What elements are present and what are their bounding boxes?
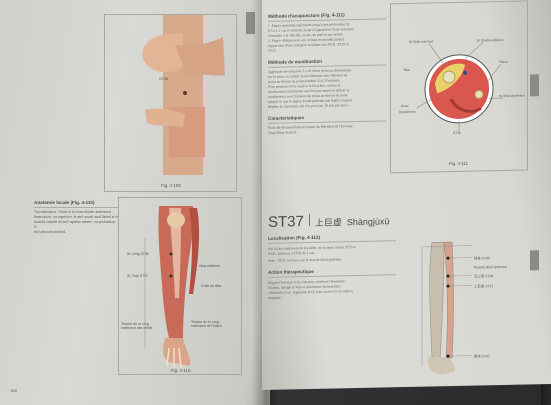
method-body: 1. Piquer perpendiculairement jusqu'à un… <box>268 18 386 54</box>
anatomy-line: branche cutanée du nerf saphène interne … <box>34 220 116 229</box>
char-heading: Caractéristiques <box>268 115 305 121</box>
leg-label-st37: 上巨虚 ST37 <box>474 284 494 289</box>
anatomy-section: Anatomie locale (Fig. 4-110) Vascularisa… <box>34 200 119 235</box>
page-tab-marker <box>246 12 255 34</box>
title-divider <box>308 213 310 227</box>
cs-label-post: M. tibial postérieur <box>499 93 526 99</box>
leg-label-muscle: Muscle tibial antérieur <box>474 264 507 270</box>
cs-label-fibula: Fibula <box>499 59 508 65</box>
page-tab-marker <box>530 74 539 97</box>
leg-label-st36: St. Leng ST36 <box>127 252 149 256</box>
fig-111-caption: Fig. 4-111 <box>449 160 469 167</box>
fig-109-caption: Fig. 4-109 <box>161 183 181 188</box>
localisation-note: Note : ST37 se trouve sur le muscle tibi… <box>268 257 343 263</box>
anatomy-heading: Anatomie locale (Fig. 4-110) <box>34 200 95 205</box>
localisation-body: Sur la face antérieure de la jambe, sur … <box>268 240 396 264</box>
anatomy-line: nerf péronier profond. <box>34 230 66 234</box>
leg-label-tendon-toes: Tendon du m. long extenseur des orteils <box>121 322 153 330</box>
point-chinese-name: 上巨虚 <box>314 218 342 229</box>
left-page: ST36 Fig. 4-109 Anatomie locale (Fig. 4-… <box>0 0 270 405</box>
cross-section-illustration <box>416 42 503 131</box>
cs-label-tibia: Tibia <box>403 67 410 73</box>
point-code: ST37 <box>268 213 304 231</box>
bottom-figure-box: St. Leng ST36 St. Xuju ST37 tibial antér… <box>118 197 242 375</box>
char-body: Point He-Rassemblement-Entrée du Méridie… <box>268 120 386 136</box>
leg-bone-illustration <box>421 241 472 375</box>
top-figure-image <box>142 15 225 175</box>
moxa-line: Répéter le traitement une fois par jour,… <box>268 103 349 109</box>
leg-label-st37: St. Xuju ST37 <box>127 274 148 278</box>
anatomy-body: Vascularisation : Artère et la veine tib… <box>34 207 119 235</box>
leg-label-crest: Crête du tibia <box>201 284 222 288</box>
leg-point-figure: 犊鼻 ST35 Muscle tibial antérieur 上巨虚 ST37… <box>402 234 532 377</box>
cross-section-figure-box: M. tibial antérieur M. tibialis antérieu… <box>390 0 528 174</box>
leg-label-st35: 犊鼻 ST35 <box>474 256 490 261</box>
method-section: Méthode d'acupuncture (Fig. 4-111) 1. Pi… <box>268 11 386 136</box>
leg-muscle-illustration <box>144 206 200 369</box>
anatomy-line: Innervation : en superficie, le nerf cut… <box>34 215 118 219</box>
fig-110-caption: Fig. 4-110 <box>171 368 191 373</box>
leg-label-st41: 解溪 ST41 <box>474 354 490 359</box>
moxa-body: Appliquer moxibustion 5 à 10 cônes de mo… <box>268 64 386 110</box>
point-pinyin: Shàngjùxū <box>346 216 390 228</box>
leg-label-muscle: tibial antérieur <box>199 264 221 268</box>
method-heading: Méthode d'acupuncture (Fig. 4-111) <box>268 12 345 19</box>
cs-label-tibialis: M. tibialis antérieur <box>477 37 504 43</box>
cs-label-hypo: Hypoderme <box>399 109 416 115</box>
cs-label-tibial-ant: M. tibial antérieur <box>409 39 434 44</box>
anatomy-line: Vascularisation : Artère et la veine tib… <box>34 210 113 214</box>
right-page: Méthode d'acupuncture (Fig. 4-111) 1. Pi… <box>262 0 551 390</box>
leg-label-tendon: Tendon du m. long extenseur de l'hallux <box>191 320 222 328</box>
cs-label-st36: ST36 <box>453 130 461 135</box>
top-figure-box: ST36 Fig. 4-109 <box>104 14 237 192</box>
localisation-section: Localisation (Fig. 4-112) Sur la face an… <box>268 233 396 301</box>
moxa-heading: Méthode de moxibustion <box>268 58 323 65</box>
cs-label-peau: Peau <box>401 103 409 109</box>
action-body: Régule l'Estomac et les Intestins, renfo… <box>268 274 396 301</box>
leg-label-st36: 足三里 ST36 <box>474 274 494 279</box>
point-title: ST37 上巨虚 Shàngjùxū <box>268 211 389 231</box>
page-number: 158 <box>10 388 17 393</box>
top-figure-point-label: ST36 <box>159 77 169 81</box>
